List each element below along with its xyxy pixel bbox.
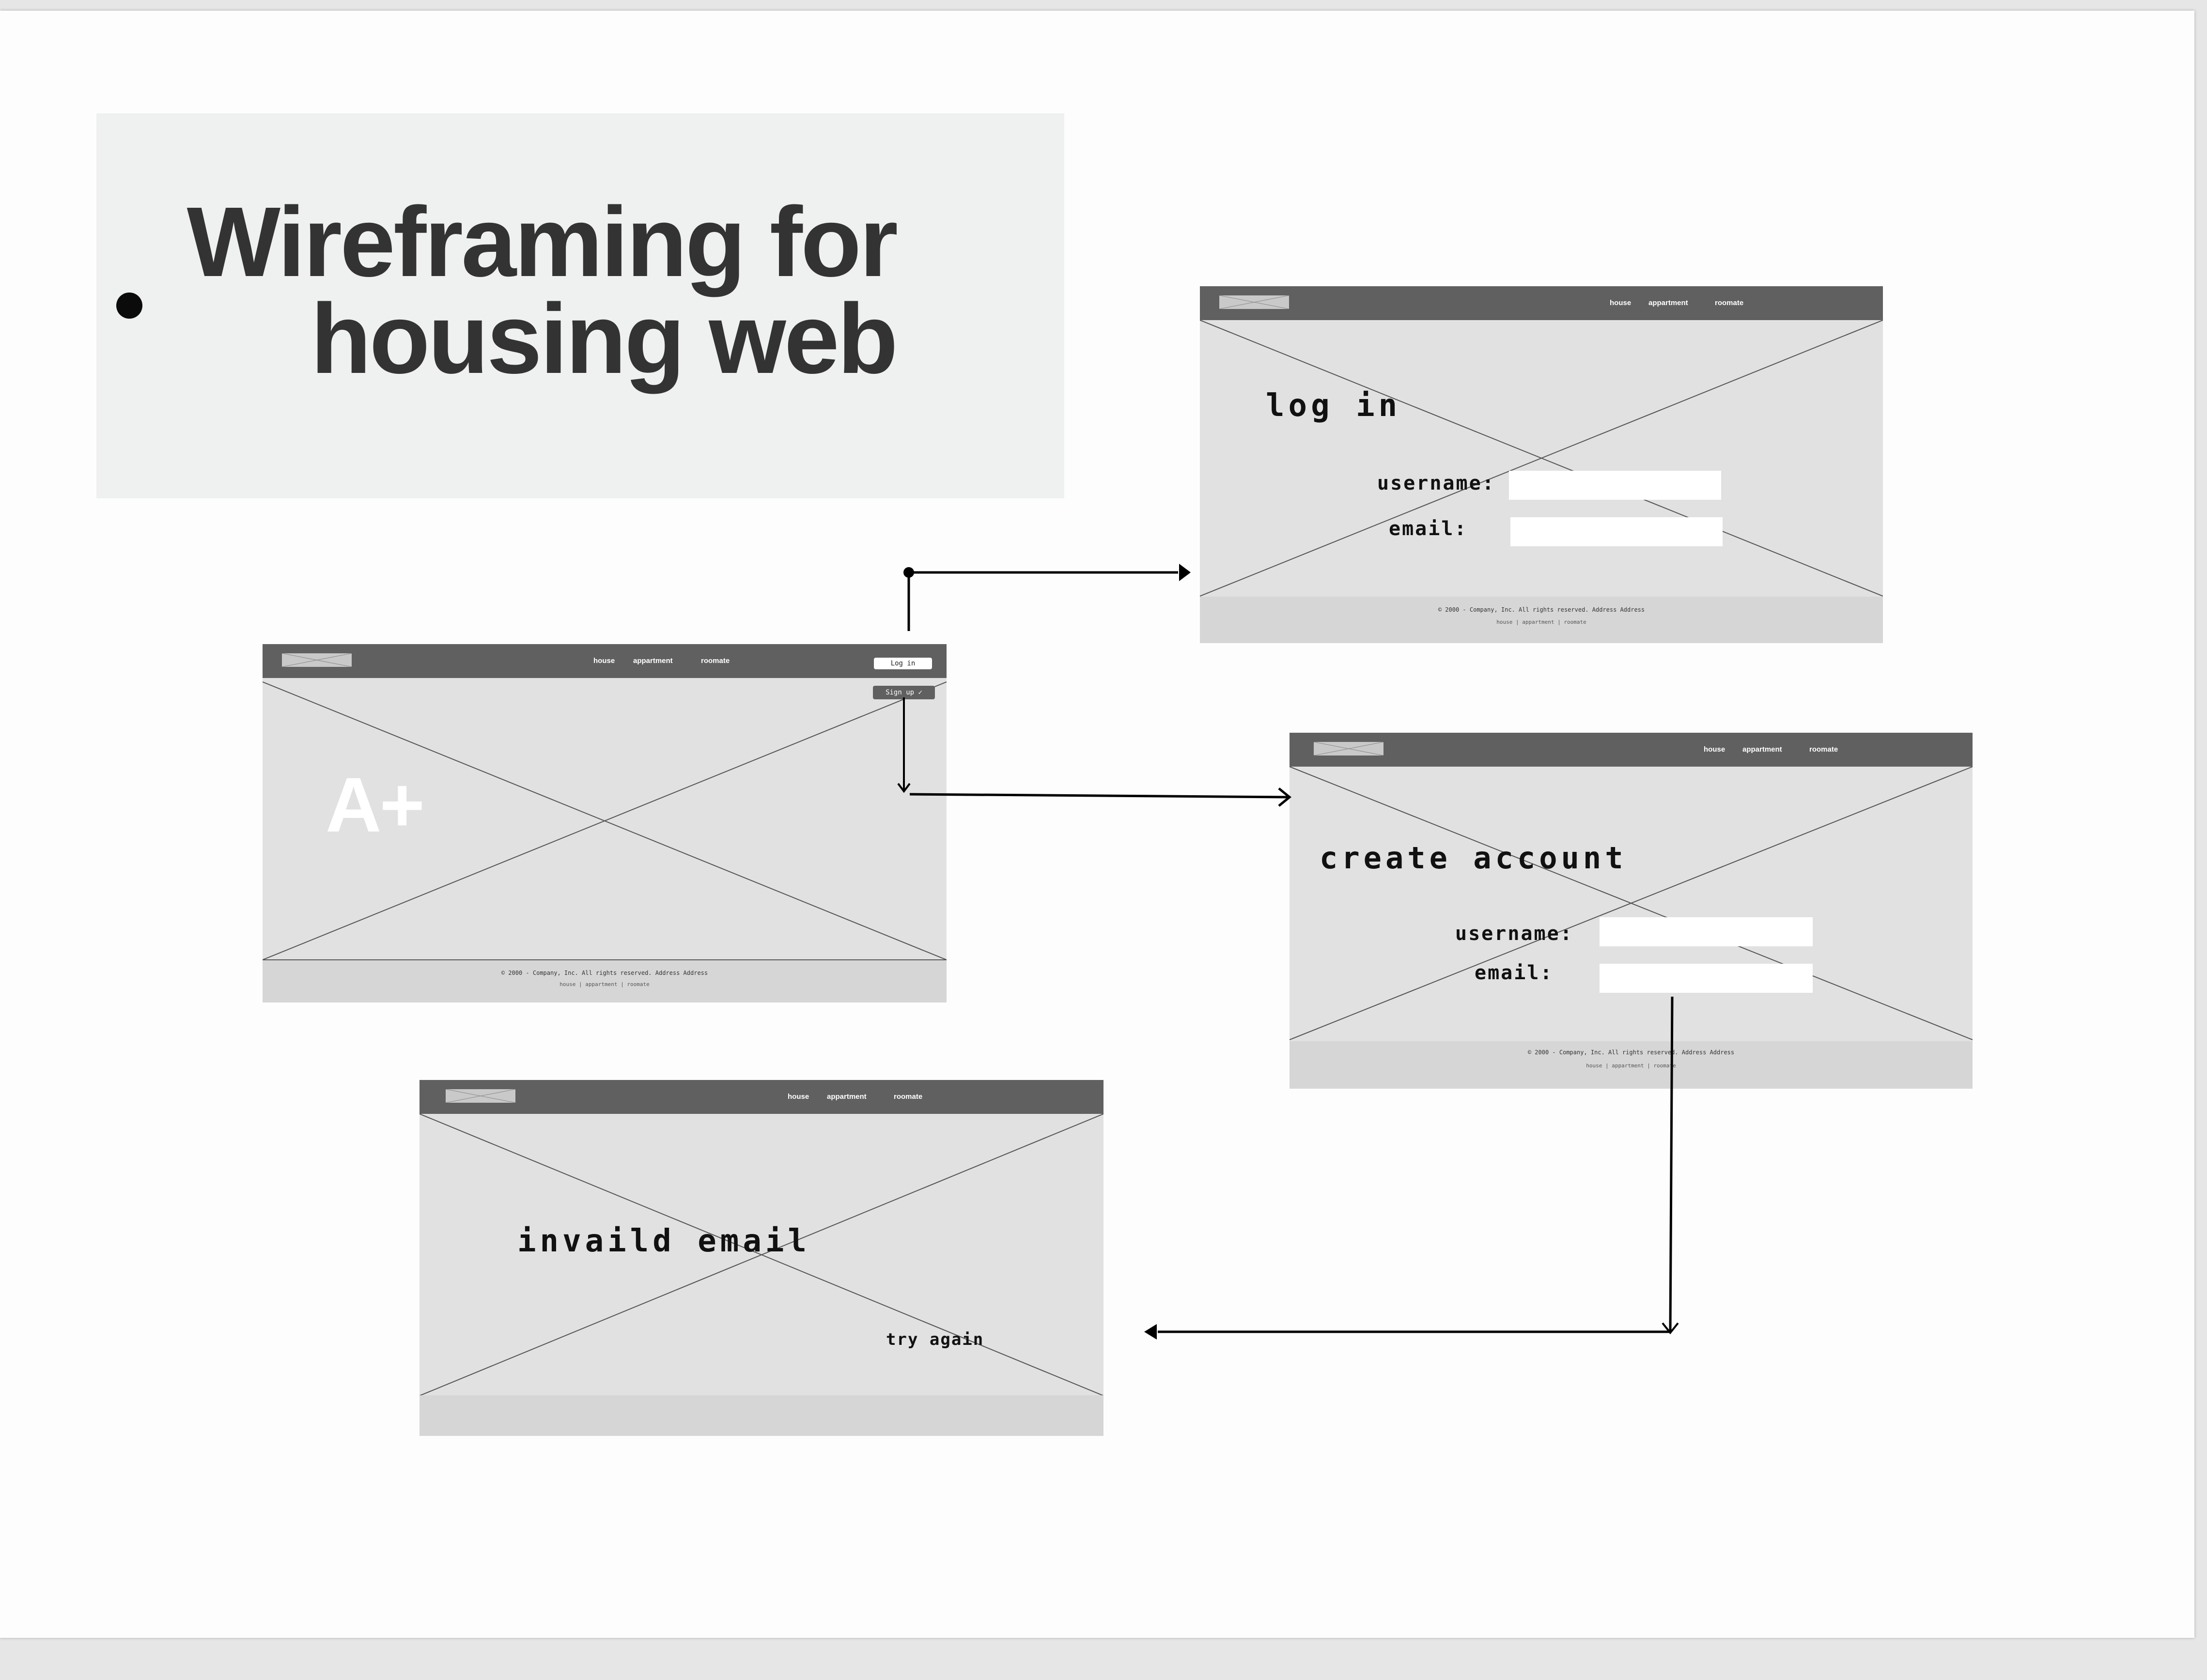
invalid-email-footer bbox=[420, 1395, 1104, 1436]
nav-link-appartment[interactable]: appartment bbox=[1742, 745, 1782, 754]
page-title: Wireframing for housing web bbox=[145, 186, 898, 394]
image-placeholder-cross bbox=[263, 681, 947, 960]
nav-link-house[interactable]: house bbox=[1610, 299, 1632, 307]
footer-copyright: © 2000 - Company, Inc. All rights reserv… bbox=[501, 970, 708, 976]
footer-links[interactable]: house | appartment | roomate bbox=[560, 981, 650, 987]
nav-link-house[interactable]: house bbox=[593, 657, 615, 665]
connector-signup-to-create-account bbox=[897, 697, 1291, 807]
create-account-navbar: house appartment roomate bbox=[1290, 733, 1973, 767]
image-placeholder-cross bbox=[1290, 766, 1973, 1040]
login-heading: log in bbox=[1266, 388, 1401, 424]
login-username-label: username: bbox=[1377, 472, 1495, 494]
create-account-footer: © 2000 - Company, Inc. All rights reserv… bbox=[1290, 1041, 1973, 1089]
title-bullet-dot bbox=[116, 293, 142, 319]
signup-button[interactable]: Sign up ✓ bbox=[873, 686, 935, 699]
create-account-email-label: email: bbox=[1475, 962, 1554, 984]
login-footer: © 2000 - Company, Inc. All rights reserv… bbox=[1200, 597, 1883, 643]
logo-placeholder[interactable] bbox=[446, 1089, 515, 1103]
login-email-input[interactable] bbox=[1510, 517, 1723, 546]
nav-link-roomate[interactable]: roomate bbox=[894, 1093, 923, 1101]
image-placeholder-cross bbox=[420, 1113, 1104, 1396]
nav-link-appartment[interactable]: appartment bbox=[1648, 299, 1688, 307]
connector-create-account-to-invalid-email bbox=[1144, 996, 1679, 1340]
login-button[interactable]: Log in bbox=[874, 658, 932, 669]
logo-placeholder[interactable] bbox=[282, 653, 352, 667]
image-placeholder-cross bbox=[1200, 320, 1883, 597]
nav-link-roomate[interactable]: roomate bbox=[701, 657, 730, 665]
wireframe-invalid-email: house appartment roomate invaild email t… bbox=[420, 1080, 1104, 1436]
hero-logo-text: A+ bbox=[326, 761, 425, 848]
nav-link-appartment[interactable]: appartment bbox=[633, 657, 673, 665]
create-account-email-input[interactable] bbox=[1600, 964, 1813, 993]
invalid-email-heading: invaild email bbox=[517, 1223, 810, 1259]
footer-links[interactable]: house | appartment | roomate bbox=[1586, 1063, 1676, 1069]
title-line-1: Wireframing for bbox=[187, 186, 898, 297]
login-username-input[interactable] bbox=[1509, 471, 1721, 500]
footer-copyright: © 2000 - Company, Inc. All rights reserv… bbox=[1438, 606, 1645, 613]
try-again-link[interactable]: try again bbox=[886, 1330, 984, 1349]
logo-placeholder[interactable] bbox=[1314, 742, 1383, 755]
login-email-label: email: bbox=[1389, 518, 1468, 540]
wireframe-create-account: house appartment roomate create account … bbox=[1290, 733, 1973, 1089]
nav-link-roomate[interactable]: roomate bbox=[1809, 745, 1838, 754]
logo-placeholder[interactable] bbox=[1219, 295, 1289, 309]
invalid-email-navbar: house appartment roomate bbox=[420, 1080, 1104, 1114]
wireframe-login: house appartment roomate log in username… bbox=[1200, 286, 1883, 643]
nav-link-roomate[interactable]: roomate bbox=[1715, 299, 1744, 307]
home-footer: © 2000 - Company, Inc. All rights reserv… bbox=[263, 961, 947, 1002]
wireframe-home: house appartment roomate Log in Sign up … bbox=[263, 644, 947, 1002]
nav-link-house[interactable]: house bbox=[1704, 745, 1725, 754]
create-account-username-label: username: bbox=[1455, 923, 1573, 945]
create-account-heading: create account bbox=[1320, 840, 1627, 876]
home-navbar: house appartment roomate Log in bbox=[263, 644, 947, 678]
nav-link-appartment[interactable]: appartment bbox=[827, 1093, 867, 1101]
footer-links[interactable]: house | appartment | roomate bbox=[1496, 619, 1586, 625]
connector-home-to-login bbox=[903, 564, 1191, 631]
title-card bbox=[96, 113, 1064, 498]
login-navbar: house appartment roomate bbox=[1200, 286, 1883, 320]
title-line-2: housing web bbox=[311, 283, 898, 394]
nav-link-house[interactable]: house bbox=[788, 1093, 809, 1101]
create-account-username-input[interactable] bbox=[1600, 917, 1813, 946]
footer-copyright: © 2000 - Company, Inc. All rights reserv… bbox=[1527, 1049, 1735, 1056]
